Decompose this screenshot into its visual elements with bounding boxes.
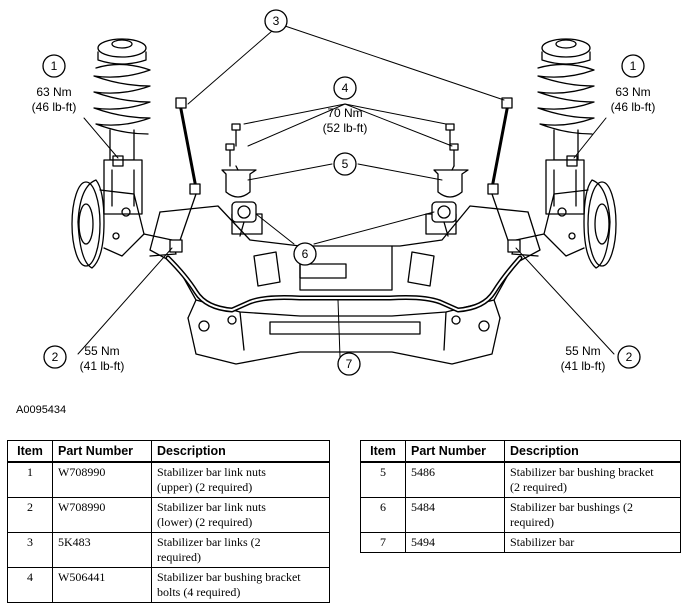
header-description: Description — [504, 440, 681, 463]
callout-4-torque-nm: 70 Nm — [327, 106, 362, 120]
row-item: 6 — [360, 497, 406, 533]
row-item: 5 — [360, 461, 406, 498]
row-description: Stabilizer bar link nuts(lower) (2 requi… — [151, 497, 330, 533]
row-part-number: 5486 — [405, 461, 505, 498]
row-part-number: W506441 — [52, 567, 152, 603]
table-row: 2 W708990 Stabilizer bar link nuts(lower… — [7, 497, 330, 533]
row-item: 7 — [360, 532, 406, 553]
header-item: Item — [7, 440, 53, 463]
callout-3-number: 3 — [273, 14, 280, 28]
row-description: Stabilizer bar link nuts(upper) (2 requi… — [151, 461, 330, 498]
callout-2-left-torque-lbft: (41 lb-ft) — [80, 359, 125, 373]
row-part-number: 5484 — [405, 497, 505, 533]
parts-table-left: Item Part Number Description 1 W708990 S… — [7, 440, 330, 603]
right-strut-assembly — [511, 38, 617, 269]
table-row: 4 W506441 Stabilizer bar bushing bracket… — [7, 567, 330, 603]
header-part-number: Part Number — [52, 440, 152, 463]
callout-2-right-number: 2 — [626, 350, 633, 364]
row-part-number: 5494 — [405, 532, 505, 553]
callout-1-right-torque-nm: 63 Nm — [615, 85, 650, 99]
table-row: 5 5486 Stabilizer bar bushing bracket(2 … — [360, 461, 681, 498]
callout-1-left-torque-nm: 63 Nm — [36, 85, 71, 99]
header-description: Description — [151, 440, 330, 463]
row-item: 2 — [7, 497, 53, 533]
callout-1-right-torque-lbft: (46 lb-ft) — [611, 100, 656, 114]
table-row: 7 5494 Stabilizer bar — [360, 532, 681, 553]
row-description: Stabilizer bar — [504, 532, 681, 553]
stabilizer-links — [169, 97, 521, 253]
stabilizer-bar — [165, 255, 523, 313]
table-header-row: Item Part Number Description — [360, 440, 681, 463]
left-strut-assembly — [71, 38, 177, 269]
table-header-row: Item Part Number Description — [7, 440, 330, 463]
callout-2-right-torque-lbft: (41 lb-ft) — [561, 359, 606, 373]
row-description: Stabilizer bar bushing bracket(2 require… — [504, 461, 681, 498]
row-item: 1 — [7, 461, 53, 498]
figure-id: A0095434 — [16, 404, 67, 416]
bushing-hardware — [221, 123, 469, 237]
callout-4-torque-lbft: (52 lb-ft) — [323, 121, 368, 135]
parts-table-right: Item Part Number Description 5 5486 Stab… — [360, 440, 681, 553]
callout-5-number: 5 — [342, 157, 349, 171]
callout-2-left-torque-nm: 55 Nm — [84, 344, 119, 358]
table-row: 1 W708990 Stabilizer bar link nuts(upper… — [7, 461, 330, 498]
callout-7-number: 7 — [346, 357, 353, 371]
callout-4-number: 4 — [342, 81, 349, 95]
leader-lines — [77, 25, 615, 358]
header-part-number: Part Number — [405, 440, 505, 463]
callout-1-right-number: 1 — [630, 59, 637, 73]
callout-2-left-number: 2 — [52, 350, 59, 364]
suspension-diagram: 3 1 63 Nm (46 lb-ft) 1 63 Nm (46 lb-ft) … — [32, 9, 656, 376]
row-part-number: W708990 — [52, 461, 152, 498]
callout-1-left-torque-lbft: (46 lb-ft) — [32, 100, 77, 114]
callout-circles — [42, 9, 645, 376]
callout-2-right-torque-nm: 55 Nm — [565, 344, 600, 358]
header-item: Item — [360, 440, 406, 463]
row-part-number: W708990 — [52, 497, 152, 533]
row-item: 4 — [7, 567, 53, 603]
callout-1-left-number: 1 — [51, 59, 58, 73]
callout-6-number: 6 — [302, 247, 309, 261]
subframe — [149, 205, 541, 365]
row-part-number: 5K483 — [52, 532, 152, 568]
row-item: 3 — [7, 532, 53, 568]
